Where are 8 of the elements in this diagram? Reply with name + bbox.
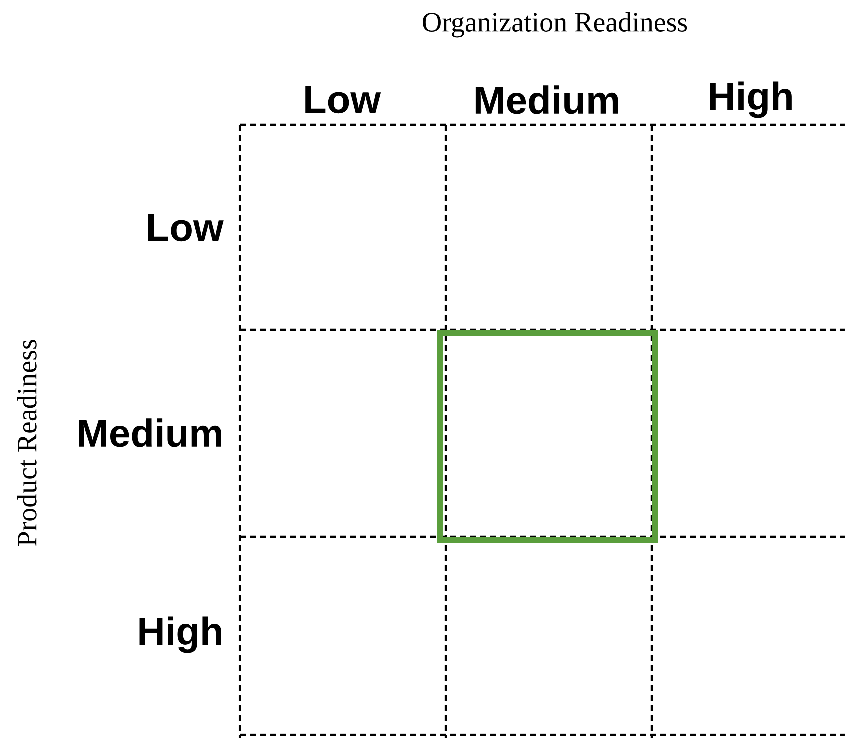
axis-title: Product Readiness bbox=[17, 340, 37, 546]
row-header: Low bbox=[148, 214, 224, 242]
column-header: Medium bbox=[476, 86, 618, 114]
axis-title: Organization Readiness bbox=[423, 12, 688, 38]
row-header: High bbox=[140, 616, 222, 654]
column-header: High bbox=[710, 82, 792, 118]
column-header: Low bbox=[306, 86, 382, 114]
row-header: Medium bbox=[79, 418, 222, 448]
